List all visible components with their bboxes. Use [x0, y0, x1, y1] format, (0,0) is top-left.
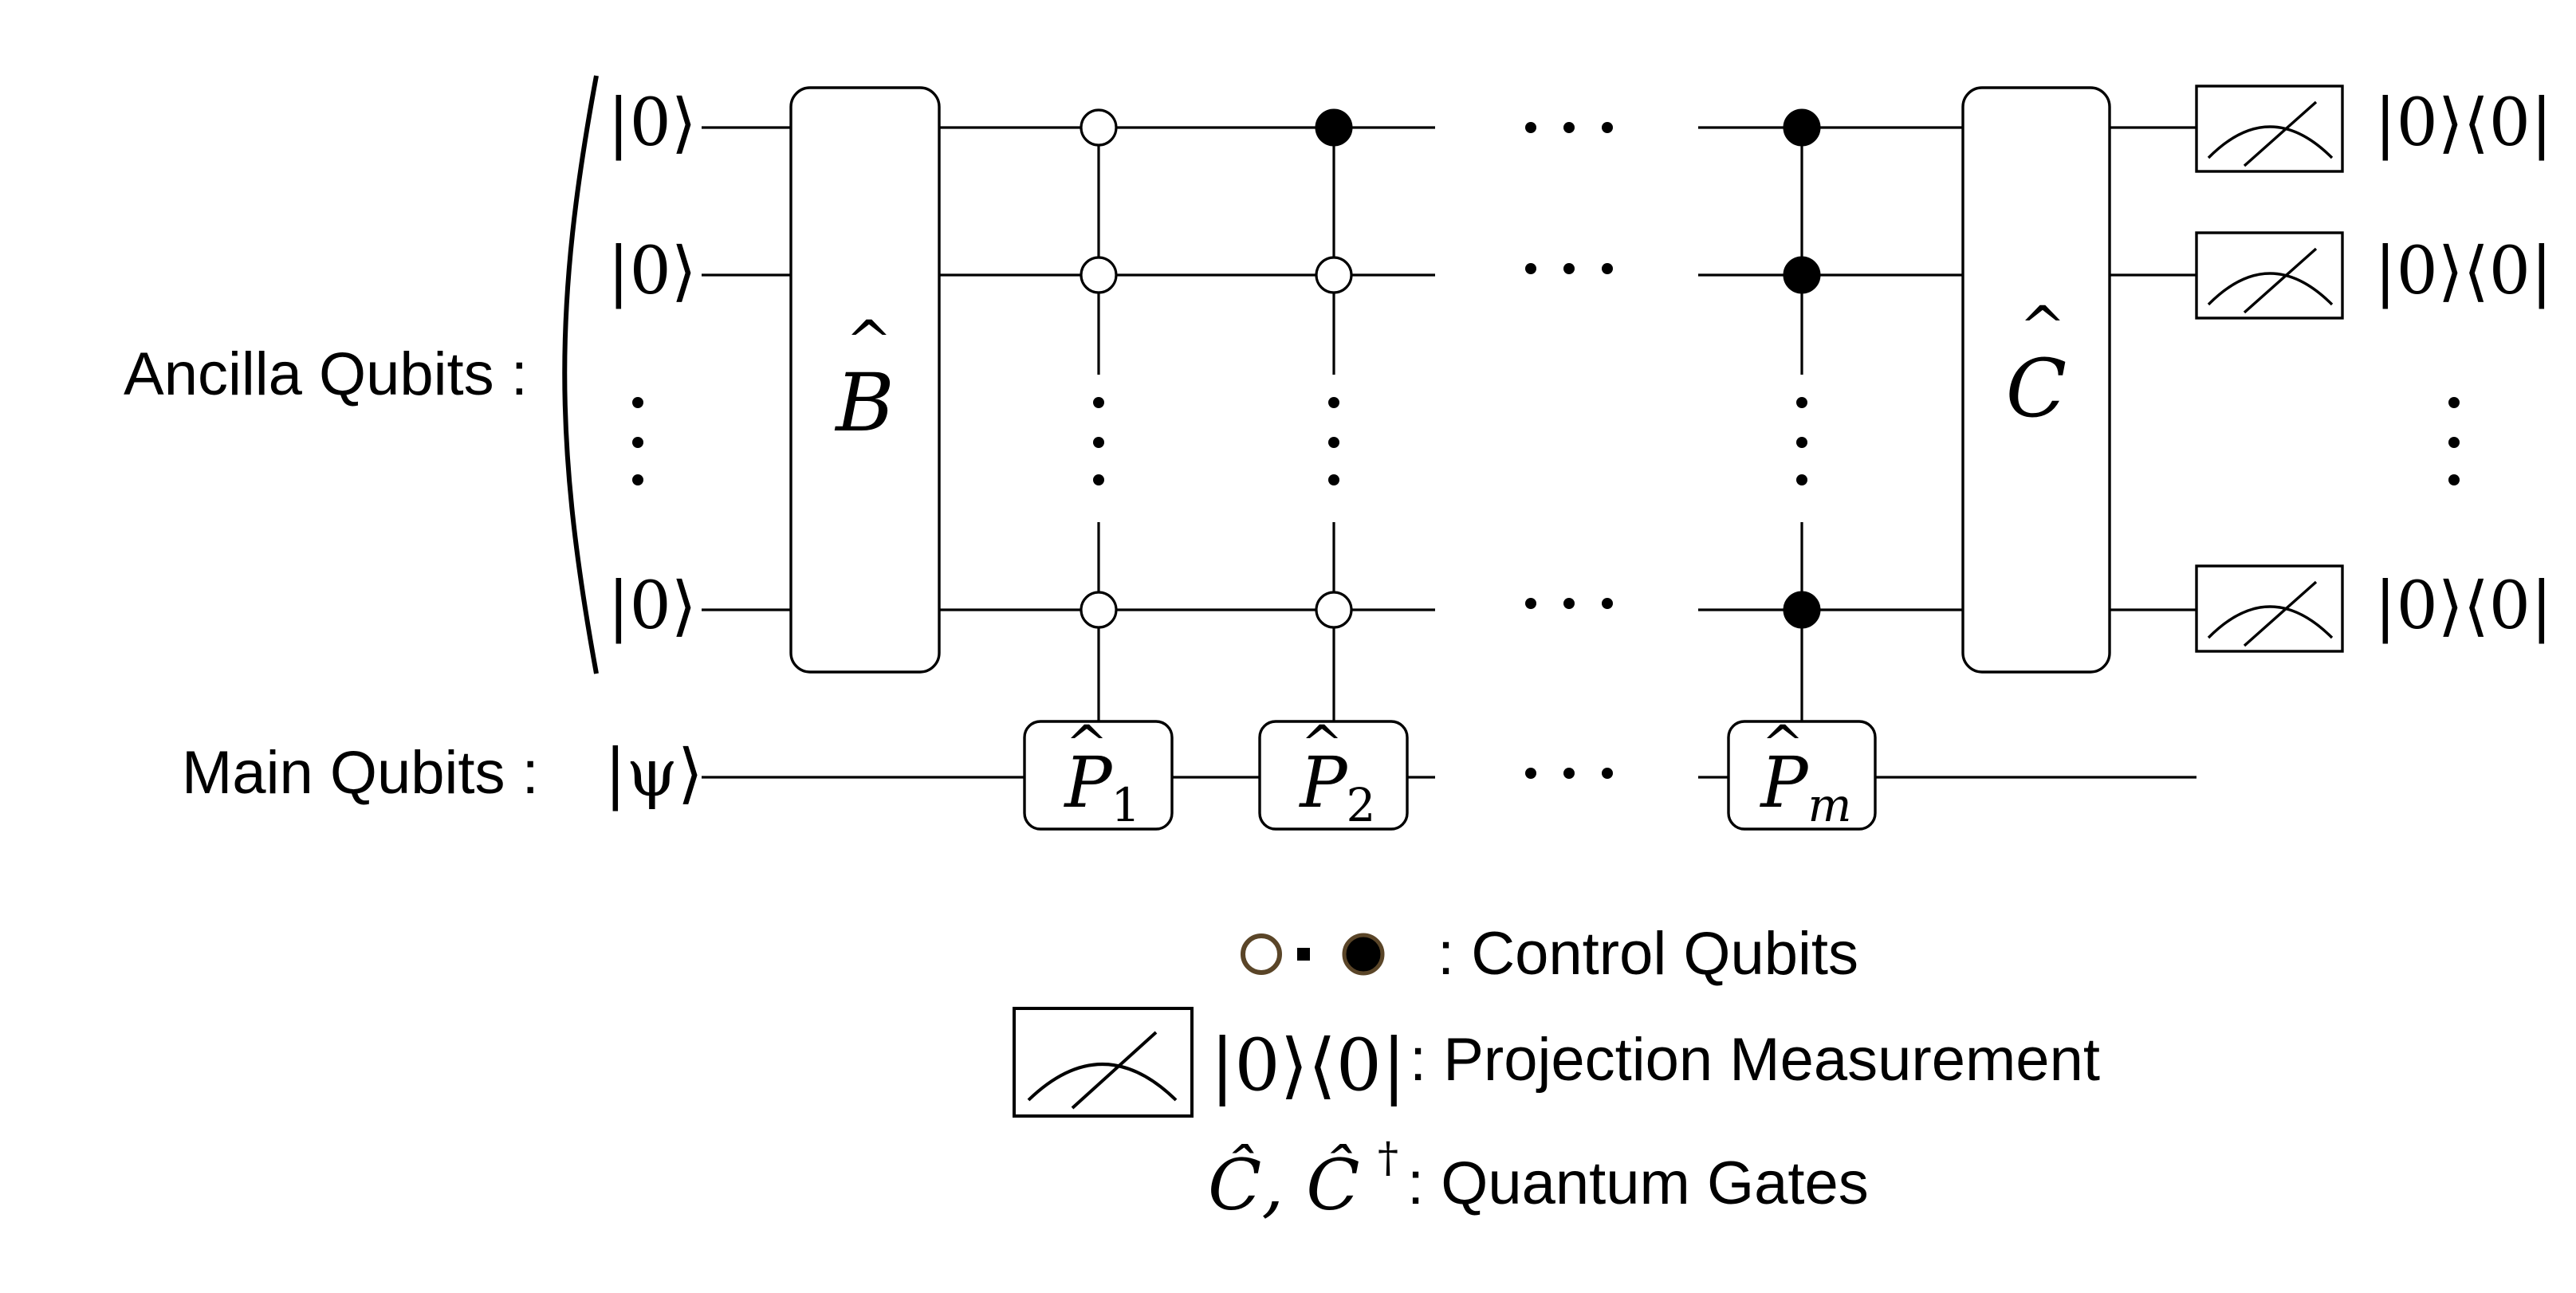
gate-p2-subscript: 2	[1347, 778, 1376, 832]
open-control-1-n	[1080, 591, 1118, 629]
legend-open-control-icon	[1241, 933, 1282, 975]
gate-p2: ^ P 2	[1258, 715, 1409, 832]
gate-c-label: C	[2006, 342, 2067, 435]
output-projector-n: |0⟩⟨0|	[2374, 568, 2553, 644]
main-qubits-label: Main Qubits :	[182, 739, 539, 807]
ancilla-qubits-label: Ancilla Qubits :	[124, 340, 528, 408]
gate-b-hat: ^	[846, 309, 893, 374]
gate-p2-hat: ^	[1300, 715, 1343, 774]
gate-pm: ^ P m	[1727, 715, 1877, 832]
filled-control-m-n	[1783, 591, 1821, 629]
measurement-1	[2195, 84, 2344, 173]
horizontal-ellipsis-row-2	[1525, 263, 1613, 274]
filled-control-2-1	[1315, 108, 1353, 147]
legend-projector: |0⟩⟨0|	[1210, 1024, 1406, 1107]
legend-gates-math: Ĉ, Ĉ	[1208, 1143, 1360, 1226]
open-control-2-2	[1315, 256, 1353, 294]
legend-separator-square	[1297, 948, 1310, 961]
gate-p2-label: P	[1298, 741, 1348, 823]
horizontal-ellipsis-main	[1525, 768, 1613, 779]
legend-filled-control-icon	[1342, 933, 1385, 976]
control-column-2	[1315, 108, 1353, 721]
ancilla-bracket	[562, 75, 599, 674]
output-projector-2: |0⟩⟨0|	[2374, 234, 2553, 309]
legend-measurement-icon	[1013, 1007, 1194, 1118]
gate-c	[1961, 86, 2111, 674]
main-ket-psi: |ψ⟩	[604, 736, 703, 812]
legend-gates-dagger: †	[1378, 1134, 1398, 1182]
measurement-n	[2195, 564, 2344, 653]
legend-control-label: : Control Qubits	[1437, 920, 1858, 988]
gate-pm-subscript: m	[1808, 778, 1852, 832]
gate-p1: ^ P 1	[1023, 715, 1174, 832]
measurement-2	[2195, 231, 2344, 320]
gate-pm-hat: ^	[1761, 715, 1804, 774]
horizontal-ellipsis-row-1	[1525, 122, 1613, 133]
output-vdots	[2448, 397, 2460, 485]
gate-b-label: B	[834, 356, 895, 450]
gate-b	[789, 86, 941, 674]
legend-gates-label: : Quantum Gates	[1407, 1150, 1869, 1217]
open-control-2-n	[1315, 591, 1353, 629]
gate-p1-subscript: 1	[1111, 778, 1141, 832]
control-column-m	[1783, 108, 1821, 721]
ancilla-ket-2: |0⟩	[608, 234, 697, 309]
open-control-1-1	[1080, 108, 1118, 147]
gate-p1-hat: ^	[1065, 715, 1108, 774]
filled-control-m-2	[1783, 256, 1821, 294]
gate-p1-label: P	[1063, 741, 1113, 823]
gate-pm-label: P	[1759, 741, 1809, 823]
output-projector-1: |0⟩⟨0|	[2374, 85, 2553, 161]
gate-c-hat: ^	[2020, 294, 2067, 360]
ancilla-ket-1: |0⟩	[608, 85, 697, 161]
ancilla-input-vdots	[632, 397, 643, 485]
open-control-1-2	[1080, 256, 1118, 294]
legend-projection-label: : Projection Measurement	[1410, 1026, 2100, 1094]
legend: : Control Qubits |0⟩⟨0| : Projection Mea…	[1013, 920, 2100, 1226]
filled-control-m-1	[1783, 108, 1821, 147]
control-column-1	[1080, 108, 1118, 721]
horizontal-ellipsis-row-n	[1525, 598, 1613, 609]
ancilla-ket-n: |0⟩	[608, 568, 697, 644]
